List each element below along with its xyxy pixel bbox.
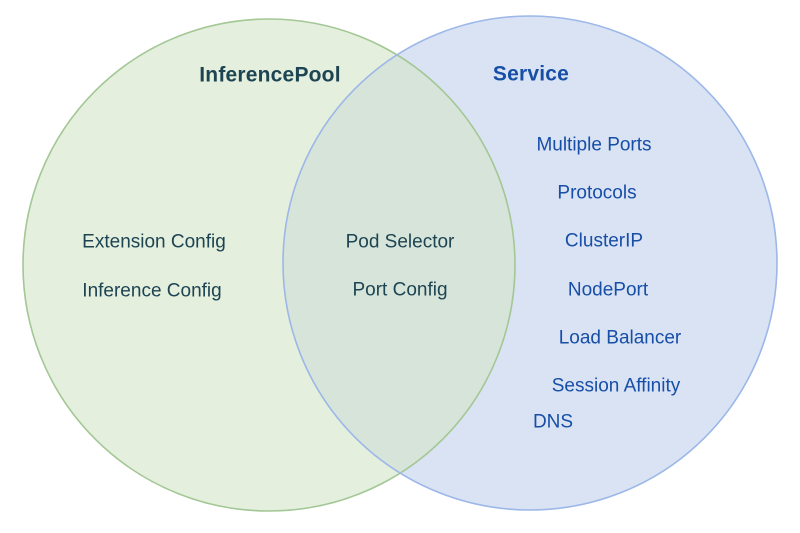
overlap-lens [283,19,515,510]
inferencepool-title: InferencePool [199,63,341,87]
service-circle-outline [282,15,778,511]
right-item-nodeport: NodePort [567,279,649,301]
right-item-multiple-ports: Multiple Ports [536,134,652,156]
right-item-dns: DNS [532,411,574,433]
inferencepool-circle-outline [22,18,516,512]
overlap-item-port-config: Port Config [352,279,448,301]
left-item-inference-config: Inference Config [82,280,222,302]
right-item-load-balancer: Load Balancer [558,327,682,349]
service-title: Service [492,62,570,86]
right-item-clusterip: ClusterIP [564,230,644,252]
left-item-extension-config: Extension Config [82,231,226,253]
overlap-item-pod-selector: Pod Selector [345,231,455,253]
right-item-session-affinity: Session Affinity [551,375,681,397]
right-item-protocols: Protocols [557,182,637,204]
